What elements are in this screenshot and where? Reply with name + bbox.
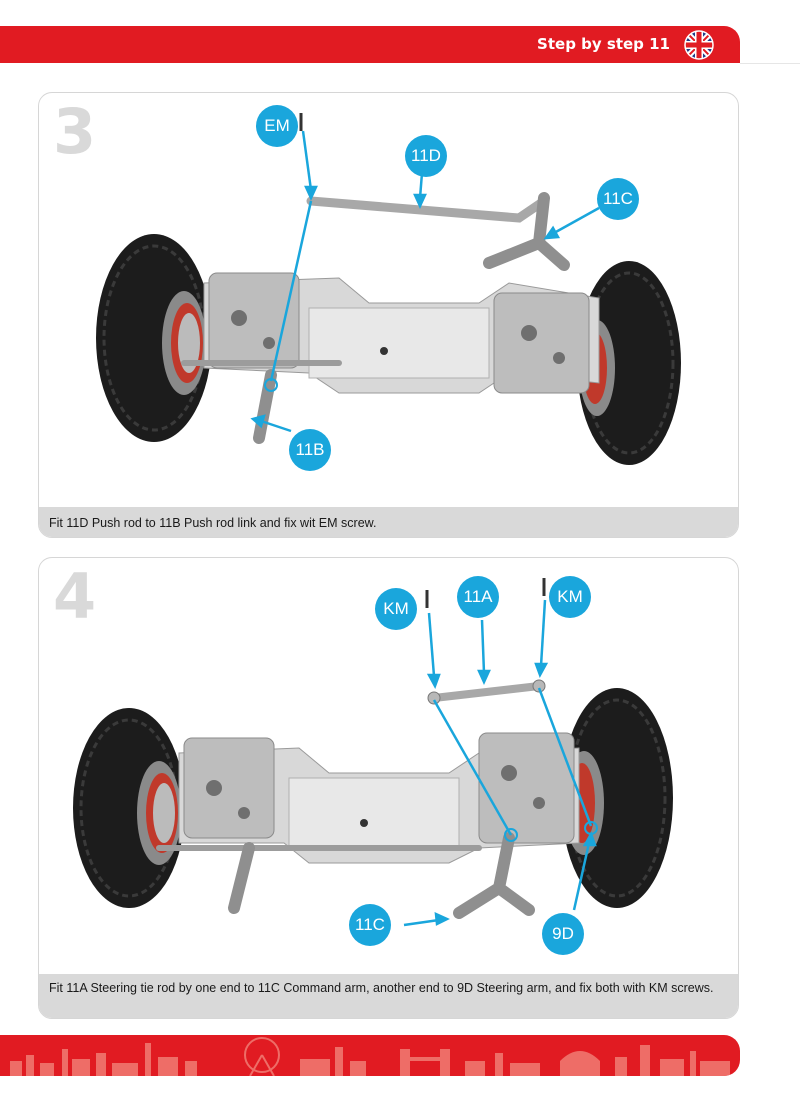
step-3-illustration [96,113,681,465]
callout-11a: 11A [457,576,499,618]
london-skyline-icon [10,1037,730,1076]
left-wheel-icon [96,234,212,442]
callout-arrows [250,130,600,433]
left-wheel-icon [73,708,185,908]
page-title: Step by step 11 [537,35,670,53]
callout-9d: 9D [542,913,584,955]
callout-11c: 11C [597,178,639,220]
callout-11c: 11C [349,904,391,946]
axle-icon [203,272,600,394]
uk-flag-icon [684,30,714,60]
callout-em: EM [256,105,298,147]
step-number: 3 [53,95,97,168]
command-arm-11c [483,192,570,271]
step-4-panel: 4 KM 11A KM 11C 9D Fit 11A Steering tie … [38,557,739,1019]
header-band: Step by step 11 [0,26,740,63]
steering-tie-rod-11a [430,682,543,702]
callout-11d: 11D [405,135,447,177]
step-caption: Fit 11D Push rod to 11B Push rod link an… [39,507,738,537]
callout-km-left: KM [375,588,417,630]
push-rod-11d [306,196,549,223]
step-4-illustration [73,578,673,927]
header-divider [740,63,800,64]
step-number: 4 [53,560,97,633]
callout-11b: 11B [289,429,331,471]
command-arm-11c [453,832,535,919]
step-caption: Fit 11A Steering tie rod by one end to 1… [39,974,738,1018]
callout-km-right: KM [549,576,591,618]
footer-band [0,1035,740,1076]
axle-icon [178,732,580,864]
callout-arrows [403,599,597,927]
step-3-panel: 3 EM 11D 11C 11B Fit 11D Push rod to 11B… [38,92,739,538]
